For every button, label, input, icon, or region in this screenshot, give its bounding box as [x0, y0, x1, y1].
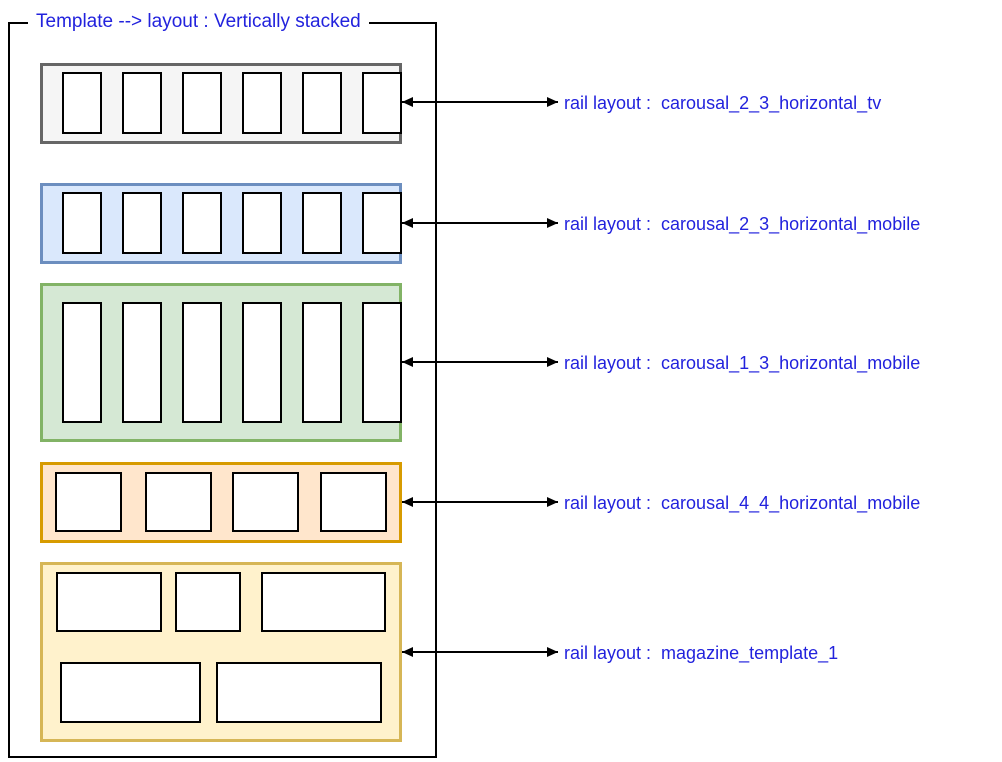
rail-item-box [362, 72, 402, 134]
rail-item-box [216, 662, 382, 723]
rail-item-box [242, 72, 282, 134]
rail-layout-label: rail layout : carousal_1_3_horizontal_mo… [564, 353, 921, 373]
rail-layout-label: rail layout : carousal_4_4_horizontal_mo… [564, 493, 921, 513]
rail-layout-label: rail layout : magazine_template_1 [564, 643, 839, 663]
rail-carousal_2_3_horizontal_tv [40, 63, 402, 144]
rail-item-box [242, 302, 282, 423]
rail-item-box [62, 72, 102, 134]
rail-item-box [302, 192, 342, 254]
rail-item-box [242, 192, 282, 254]
connector-arrow [402, 97, 558, 107]
connector-arrow [402, 497, 558, 507]
rail-item-box [145, 472, 212, 532]
rail-item-box [122, 302, 162, 423]
connector-arrow [402, 357, 558, 367]
rail-magazine_template_1 [40, 562, 402, 742]
rail-item-box [362, 302, 402, 423]
rail-item-box [122, 72, 162, 134]
rail-item-box [60, 662, 201, 723]
rail-item-box [62, 302, 102, 423]
rail-carousal_2_3_horizontal_mobile [40, 183, 402, 264]
rail-item-box [182, 192, 222, 254]
rail-item-box [261, 572, 386, 632]
connector-arrow [402, 218, 558, 228]
rail-item-box [175, 572, 241, 632]
rail-item-box [302, 302, 342, 423]
rail-item-box [62, 192, 102, 254]
rail-item-box [55, 472, 122, 532]
rail-item-box [362, 192, 402, 254]
rail-item-box [302, 72, 342, 134]
rail-item-box [320, 472, 387, 532]
rail-item-box [182, 302, 222, 423]
frame-title: Template --> layout : Vertically stacked [28, 11, 369, 33]
rail-item-box [182, 72, 222, 134]
rail-carousal_1_3_horizontal_mobile [40, 283, 402, 442]
rail-item-box [232, 472, 299, 532]
rail-carousal_4_4_horizontal_mobile [40, 462, 402, 543]
rail-layout-label: rail layout : carousal_2_3_horizontal_mo… [564, 214, 921, 234]
connector-arrow [402, 647, 558, 657]
rail-layout-label: rail layout : carousal_2_3_horizontal_tv [564, 93, 882, 113]
rail-item-box [122, 192, 162, 254]
rail-item-box [56, 572, 162, 632]
